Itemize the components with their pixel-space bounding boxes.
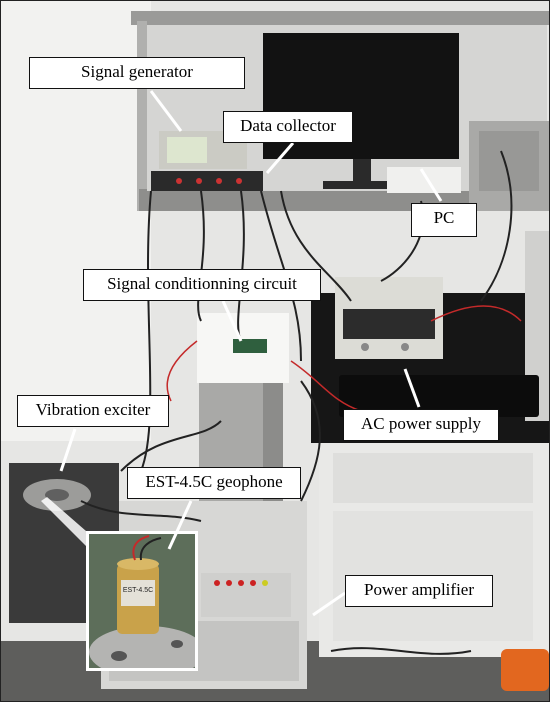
label-signal-generator: Signal generator: [29, 57, 245, 89]
indicator: [238, 580, 244, 586]
shelf-top-bar: [131, 11, 549, 25]
indicator: [250, 580, 256, 586]
keyboard: [339, 375, 539, 417]
shelf-upright-left: [137, 21, 147, 211]
geophone-inset: EST-4.5C: [86, 531, 198, 671]
signal-generator-screen: [167, 137, 207, 163]
label-pc: PC: [411, 203, 477, 237]
plate-hole: [111, 651, 127, 661]
data-collector-device: [151, 171, 263, 191]
label-power-amplifier: Power amplifier: [345, 575, 493, 607]
power-strip: [387, 167, 461, 193]
indicator: [226, 580, 232, 586]
orange-object: [501, 649, 549, 691]
amplifier-panel: [201, 573, 291, 617]
connector: [236, 178, 242, 184]
label-data-collector: Data collector: [223, 111, 353, 143]
geophone-inset-photo: EST-4.5C: [89, 534, 195, 668]
connector: [176, 178, 182, 184]
plate-hole: [171, 640, 183, 648]
label-est-4-5c-geophone: EST-4.5C geophone: [127, 467, 301, 499]
geophone-sticker-text: EST-4.5C: [123, 587, 153, 594]
geophone-label: [121, 580, 155, 606]
label-signal-conditioning-circuit: Signal conditionning circuit: [83, 269, 321, 301]
indicator: [262, 580, 268, 586]
ac-power-supply-panel: [343, 309, 435, 339]
knob: [361, 343, 369, 351]
cabinet-drawer: [333, 453, 533, 503]
connector: [196, 178, 202, 184]
geophone-wire: [132, 535, 150, 561]
monitor-stand: [353, 159, 371, 183]
indicator: [214, 580, 220, 586]
label-vibration-exciter: Vibration exciter: [17, 395, 169, 427]
geophone-top-cap: [117, 558, 159, 570]
knob: [401, 343, 409, 351]
exciter-center: [45, 489, 69, 501]
circuit-board: [233, 339, 267, 353]
label-ac-power-supply: AC power supply: [343, 409, 499, 441]
connector: [216, 178, 222, 184]
monitor-base: [323, 181, 403, 189]
geophone-wire: [139, 537, 162, 561]
